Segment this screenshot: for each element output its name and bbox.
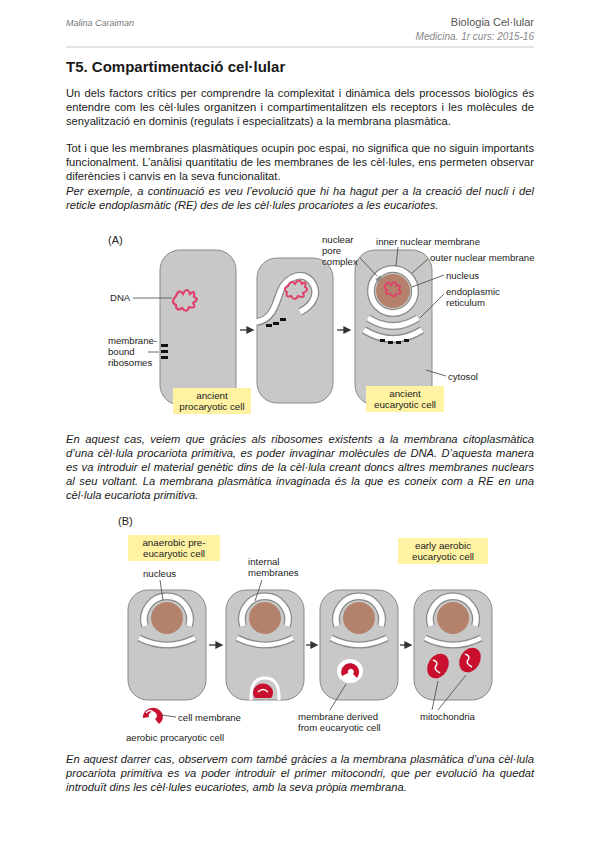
panel-letter: (A) bbox=[108, 234, 138, 246]
cell-name-box: ancient eucaryotic cell bbox=[366, 386, 444, 412]
cell-name: ancient procaryotic cell bbox=[177, 390, 247, 412]
cell-name-box: early aerobic eucaryotic cell bbox=[398, 538, 488, 564]
part-label: DNA bbox=[110, 292, 134, 303]
body-paragraph: En aquest darrer cas, observem com també… bbox=[66, 752, 534, 794]
part-label: nucleus bbox=[446, 270, 506, 281]
cell-name: ancient eucaryotic cell bbox=[370, 388, 440, 410]
part-label: mitochondria bbox=[420, 711, 500, 722]
cell-name-box: anaerobic pre-eucaryotic cell bbox=[128, 535, 220, 561]
panel-letter: (B) bbox=[118, 515, 148, 527]
body-paragraph: En aquest cas, veiem que gràcies als rib… bbox=[66, 432, 534, 502]
part-label: cytosol bbox=[448, 371, 498, 382]
author-name: Malina Caraiman bbox=[66, 18, 266, 28]
part-label: aerobic procaryotic cell bbox=[126, 732, 256, 743]
body-paragraph: Tot i que les membranes plasmàtiques ocu… bbox=[66, 141, 534, 183]
part-label: membrane derived from eucaryotic cell bbox=[298, 711, 398, 733]
page-title: T5. Compartimentació cel·lular bbox=[66, 58, 534, 75]
part-label: outer nuclear membrane bbox=[430, 252, 560, 263]
part-label: cell membrane bbox=[178, 712, 258, 723]
part-label: inner nuclear membrane bbox=[376, 236, 506, 247]
course-year: Medicina. 1r curs: 2015-16 bbox=[300, 31, 534, 42]
body-paragraph: Un dels factors crítics per comprendre l… bbox=[66, 86, 534, 128]
course-name: Biologia Cel·lular bbox=[300, 16, 534, 28]
part-label: nucleus bbox=[143, 568, 193, 579]
body-paragraph: Per exemple, a continuació es veu l’evol… bbox=[66, 184, 534, 212]
cell-name-box: ancient procaryotic cell bbox=[173, 388, 251, 414]
part-label: nuclear pore complex bbox=[322, 234, 362, 267]
part-label: endoplasmic reticulum bbox=[446, 286, 516, 308]
cell-name: early aerobic eucaryotic cell bbox=[402, 540, 484, 562]
part-label: internal membranes bbox=[248, 556, 308, 578]
part-label: membrane- bound ribosomes bbox=[108, 335, 150, 368]
cell-name: anaerobic pre-eucaryotic cell bbox=[132, 537, 216, 559]
